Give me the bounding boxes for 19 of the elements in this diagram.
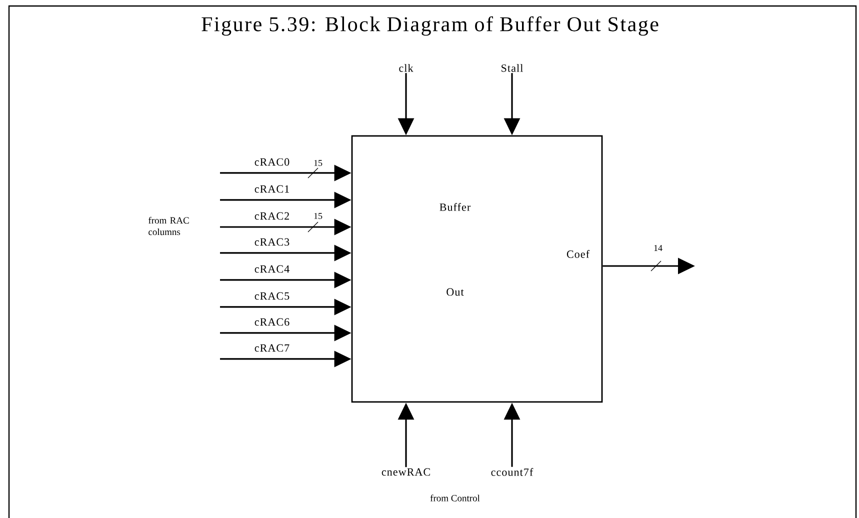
signal-name: cnewRAC bbox=[382, 468, 430, 476]
signal-name: clk bbox=[399, 64, 414, 72]
signal-name: cRAC3 bbox=[253, 237, 291, 247]
bus-width: 14 bbox=[654, 245, 662, 251]
signal-name: Stall bbox=[502, 64, 523, 72]
signal-name: cRAC4 bbox=[253, 264, 291, 274]
figure-title: Figure 5.39: Block Diagram of Buffer Out Stage bbox=[202, 16, 658, 36]
signal-name: cRAC1 bbox=[253, 184, 291, 194]
note-text: from Control bbox=[430, 494, 480, 502]
signal-name: cRAC6 bbox=[253, 317, 291, 327]
signal-name: cRAC7 bbox=[253, 343, 291, 353]
note-text: from RAC columns bbox=[148, 216, 189, 236]
signal-name: ccount7f bbox=[491, 468, 534, 476]
bus-width: 15 bbox=[314, 212, 322, 219]
bus-width: 15 bbox=[314, 160, 322, 166]
signal-name: cRAC5 bbox=[253, 291, 291, 301]
signal-name: cRAC2 bbox=[253, 211, 291, 221]
signal-name: cRAC0 bbox=[253, 157, 291, 167]
signal-name: Coef bbox=[566, 249, 591, 259]
